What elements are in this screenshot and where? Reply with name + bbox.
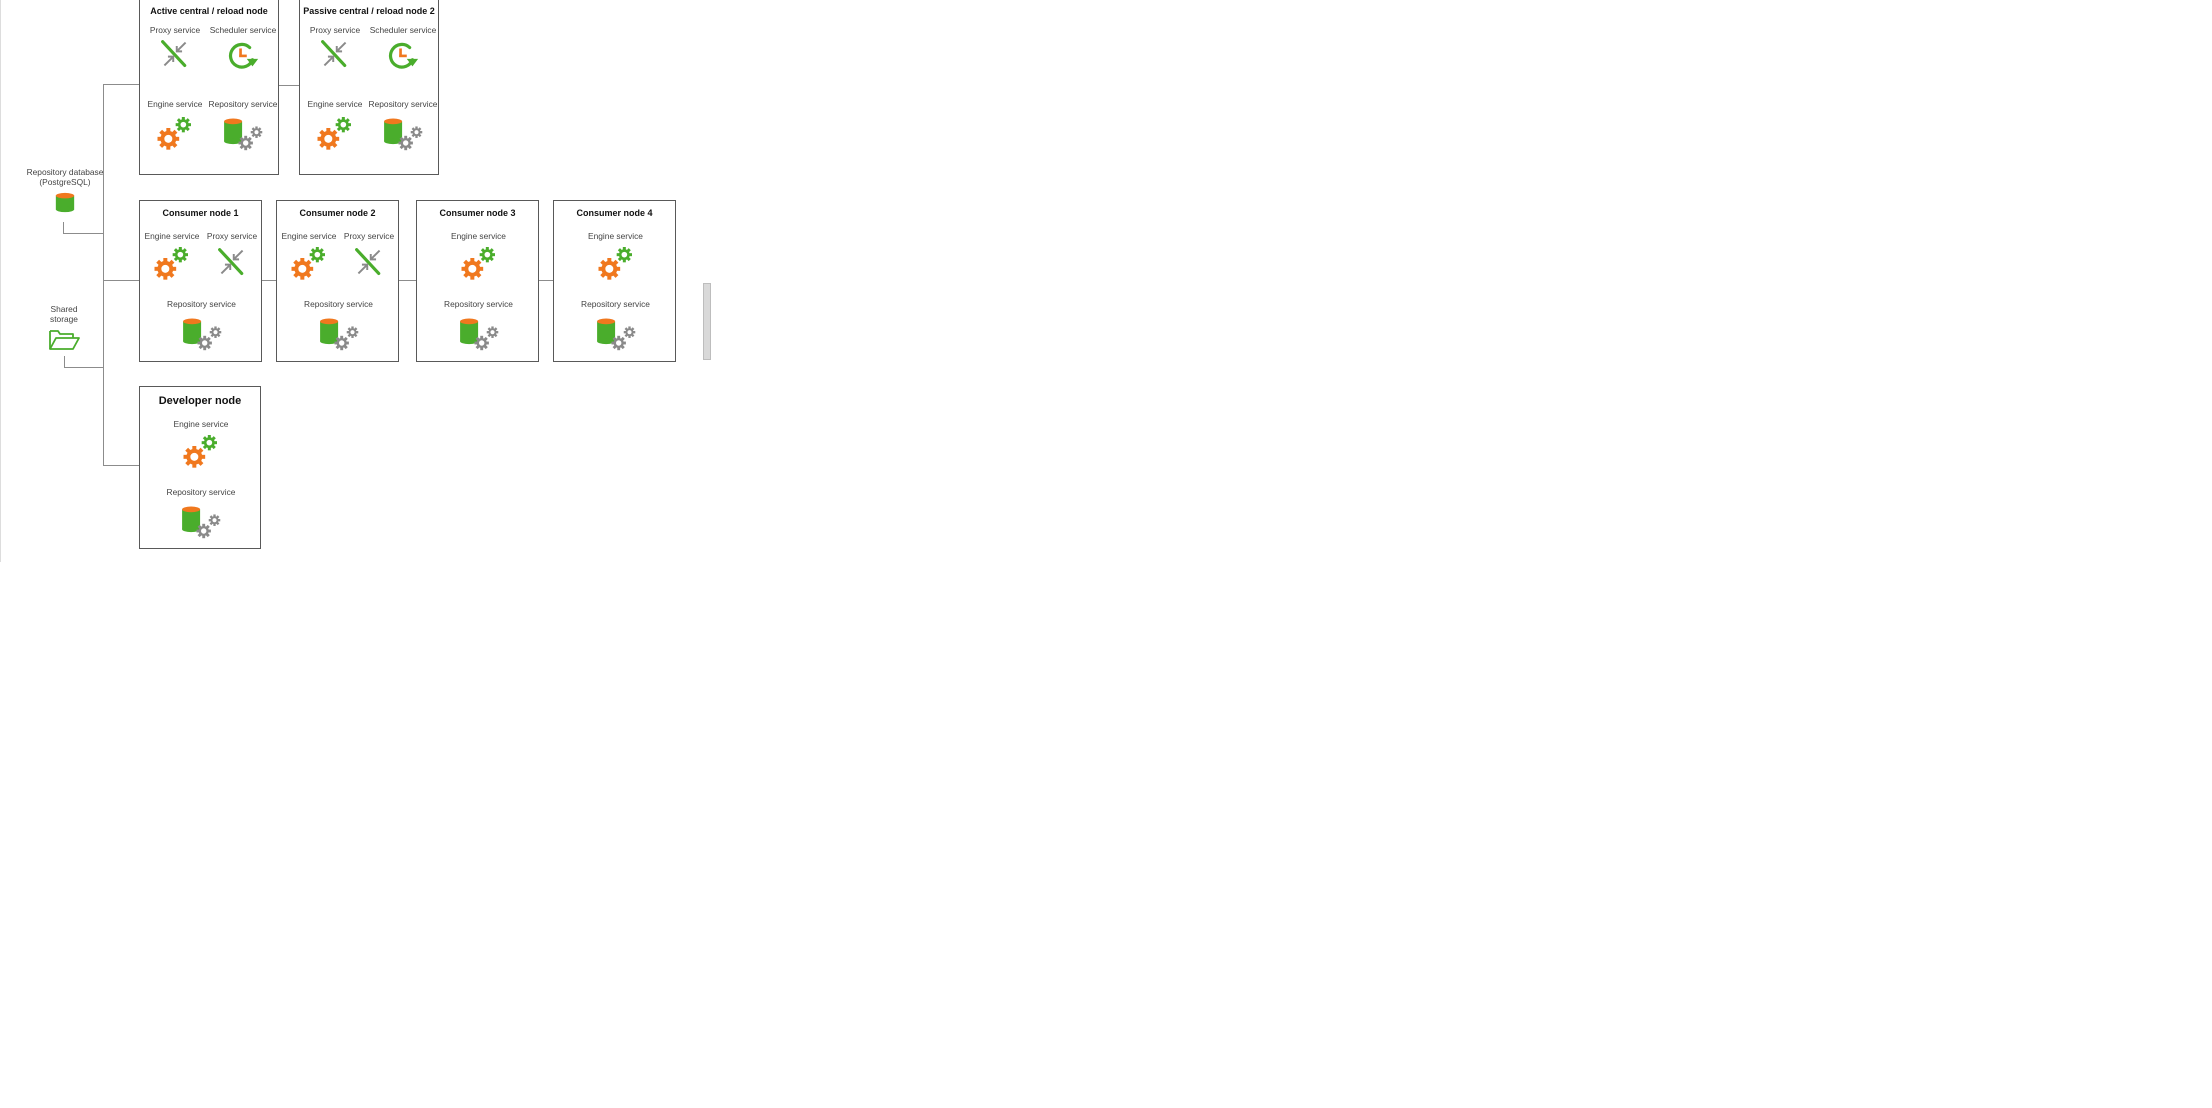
repository-service: Repository service xyxy=(140,487,262,540)
consumer-node-1: Consumer node 1 Engine service Proxy ser… xyxy=(139,200,262,362)
connector-consumer1-to-2 xyxy=(261,280,276,281)
node-title: Active central / reload node xyxy=(150,6,268,16)
service-label: Repository service xyxy=(166,487,236,497)
repository-service: Repository service xyxy=(554,299,677,352)
repository-icon xyxy=(381,116,425,152)
consumer-node-3: Consumer node 3 Engine service Repositor… xyxy=(416,200,539,362)
connector-storage-to-bus xyxy=(64,367,103,368)
storage-label-line2: storage xyxy=(50,314,78,324)
engine-service: Engine service xyxy=(140,419,262,469)
node-title: Consumer node 3 xyxy=(439,208,516,218)
central-node-active: Active central / reload node Proxy servi… xyxy=(139,0,279,175)
service-label: Scheduler service xyxy=(369,25,437,35)
connector-db-to-bus xyxy=(63,233,103,234)
repository-icon xyxy=(457,316,501,352)
database-label-line1: Repository database xyxy=(26,167,104,177)
scrollbar-thumb[interactable] xyxy=(703,283,711,360)
connector-bus-vertical xyxy=(103,84,104,466)
left-edge-divider xyxy=(0,0,1,562)
proxy-icon xyxy=(319,39,351,69)
storage-label-line1: Shared xyxy=(50,304,78,314)
central-node-passive: Passive central / reload node 2 Proxy se… xyxy=(299,0,439,175)
repository-icon xyxy=(221,116,265,152)
proxy-service: Proxy service xyxy=(202,231,262,277)
proxy-service: Proxy service xyxy=(339,231,399,277)
connector-to-central-active xyxy=(103,84,139,85)
node-title: Consumer node 1 xyxy=(162,208,239,218)
connector-central-to-passive xyxy=(278,85,299,86)
service-label: Repository service xyxy=(304,299,373,309)
service-label: Engine service xyxy=(144,231,200,241)
engine-service: Engine service xyxy=(142,99,208,151)
engine-service: Engine service xyxy=(302,99,368,151)
node-title: Consumer node 4 xyxy=(576,208,653,218)
repository-icon xyxy=(180,316,224,352)
database-label-line2: (PostgreSQL) xyxy=(39,177,91,187)
consumer-node-4: Consumer node 4 Engine service Repositor… xyxy=(553,200,676,362)
node-title: Consumer node 2 xyxy=(299,208,376,218)
connector-consumer2-to-3 xyxy=(397,280,416,281)
service-label: Repository service xyxy=(208,99,278,109)
connector-to-consumer-row xyxy=(103,280,139,281)
engine-icon xyxy=(152,245,192,281)
service-label: Proxy service xyxy=(206,231,258,241)
service-label: Engine service xyxy=(281,231,337,241)
service-label: Engine service xyxy=(307,99,363,109)
engine-service: Engine service xyxy=(279,231,339,281)
repository-database: Repository database (PostgreSQL) xyxy=(24,167,106,214)
service-label: Repository service xyxy=(368,99,438,109)
service-label: Scheduler service xyxy=(209,25,277,35)
scheduler-icon xyxy=(384,39,422,73)
engine-icon xyxy=(155,115,195,151)
proxy-icon xyxy=(216,247,248,277)
repository-service: Repository service xyxy=(368,99,438,152)
scheduler-icon xyxy=(224,39,262,73)
repository-service: Repository service xyxy=(277,299,400,352)
connector-db-down xyxy=(63,222,64,233)
repository-service: Repository service xyxy=(140,299,263,352)
folder-icon xyxy=(47,328,81,352)
repository-icon xyxy=(317,316,361,352)
node-title: Developer node xyxy=(158,395,242,407)
engine-service: Engine service xyxy=(554,231,677,281)
consumer-node-2: Consumer node 2 Engine service Proxy ser… xyxy=(276,200,399,362)
service-label: Repository service xyxy=(444,299,513,309)
repository-icon xyxy=(594,316,638,352)
repository-icon xyxy=(179,504,223,540)
developer-node: Developer node Engine service Repository… xyxy=(139,386,261,549)
repository-service: Repository service xyxy=(208,99,278,152)
repository-service: Repository service xyxy=(417,299,540,352)
service-label: Engine service xyxy=(451,231,506,241)
connector-to-developer xyxy=(103,465,139,466)
engine-icon xyxy=(181,433,221,469)
node-title: Passive central / reload node 2 xyxy=(303,6,435,16)
engine-service: Engine service xyxy=(417,231,540,281)
service-label: Engine service xyxy=(588,231,643,241)
scheduler-service: Scheduler service xyxy=(208,25,278,73)
proxy-icon xyxy=(353,247,385,277)
connector-storage-down xyxy=(64,356,65,367)
engine-service: Engine service xyxy=(142,231,202,281)
engine-icon xyxy=(315,115,355,151)
service-label: Engine service xyxy=(147,99,203,109)
service-label: Proxy service xyxy=(149,25,201,35)
connector-consumer3-to-4 xyxy=(537,280,553,281)
service-label: Proxy service xyxy=(309,25,361,35)
service-label: Proxy service xyxy=(343,231,395,241)
engine-icon xyxy=(459,245,499,281)
scheduler-service: Scheduler service xyxy=(368,25,438,73)
service-label: Repository service xyxy=(581,299,650,309)
engine-icon xyxy=(596,245,636,281)
proxy-service: Proxy service xyxy=(302,25,368,69)
engine-icon xyxy=(289,245,329,281)
service-label: Repository service xyxy=(167,299,236,309)
service-label: Engine service xyxy=(173,419,229,429)
proxy-service: Proxy service xyxy=(142,25,208,69)
shared-storage: Shared storage xyxy=(38,304,90,352)
proxy-icon xyxy=(159,39,191,69)
database-icon xyxy=(54,192,76,214)
